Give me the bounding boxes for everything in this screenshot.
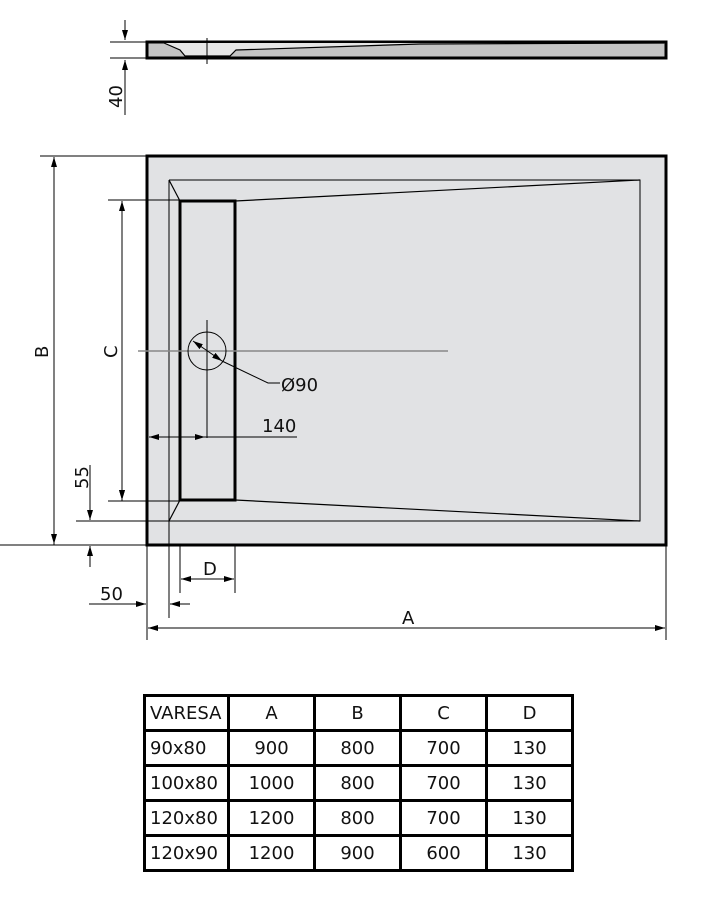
cell-A: 1200 xyxy=(227,834,316,872)
cell-C: 700 xyxy=(399,764,488,802)
table-row: 120x80 1200 800 700 130 xyxy=(143,799,574,837)
side-view: 40 xyxy=(106,20,668,115)
cell-D: 130 xyxy=(485,729,574,767)
drain-diameter-label: Ø90 xyxy=(281,375,318,396)
drain-outlet xyxy=(187,331,227,371)
cell-C: 600 xyxy=(399,834,488,872)
header-D: D xyxy=(485,694,574,732)
cell-model: 90x80 xyxy=(143,729,230,767)
cell-B: 800 xyxy=(313,729,402,767)
table-row: 120x90 1200 900 600 130 xyxy=(143,834,574,872)
dimensions-table: VARESA A B C D 90x80 900 800 700 130 100… xyxy=(143,694,574,872)
cell-A: 1000 xyxy=(227,764,316,802)
height-dimension-label: 40 xyxy=(106,85,127,108)
rim-bottom-label: 55 xyxy=(72,466,93,489)
dimension-B-label: B xyxy=(32,346,53,358)
cell-D: 130 xyxy=(485,799,574,837)
cell-model: 120x80 xyxy=(143,799,230,837)
cell-B: 800 xyxy=(313,764,402,802)
header-B: B xyxy=(313,694,402,732)
dimension-D-label: D xyxy=(203,559,217,580)
dimension-A-label: A xyxy=(402,608,415,629)
header-model: VARESA xyxy=(143,694,230,732)
rim-side-label: 50 xyxy=(100,584,123,605)
cell-A: 900 xyxy=(227,729,316,767)
header-C: C xyxy=(399,694,488,732)
table-header-row: VARESA A B C D xyxy=(143,694,574,732)
table-row: 90x80 900 800 700 130 xyxy=(143,729,574,767)
cell-D: 130 xyxy=(485,834,574,872)
cell-model: 100x80 xyxy=(143,764,230,802)
top-view: Ø90 140 B C 55 D 50 xyxy=(0,154,668,640)
header-A: A xyxy=(227,694,316,732)
cell-C: 700 xyxy=(399,799,488,837)
cell-model: 120x90 xyxy=(143,834,230,872)
cell-B: 900 xyxy=(313,834,402,872)
cell-B: 800 xyxy=(313,799,402,837)
table-row: 100x80 1000 800 700 130 xyxy=(143,764,574,802)
drain-offset-label: 140 xyxy=(262,416,296,437)
cell-D: 130 xyxy=(485,764,574,802)
dimension-C-label: C xyxy=(101,345,122,358)
cell-A: 1200 xyxy=(227,799,316,837)
cell-C: 700 xyxy=(399,729,488,767)
